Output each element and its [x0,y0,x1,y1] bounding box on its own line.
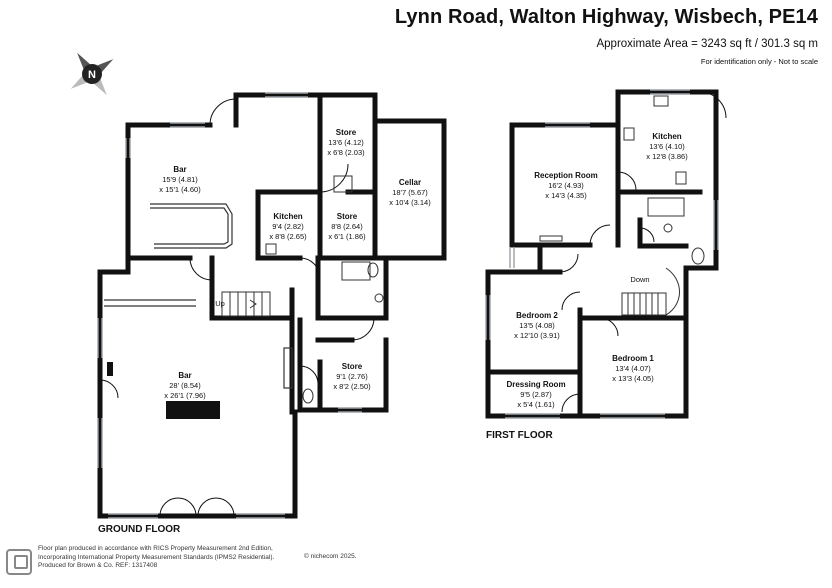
room-dimensions: x 14'3 (4.35) [545,191,587,200]
room-dimensions: 9'1 (2.76) [336,372,368,381]
room-name: Dressing Room [506,380,565,389]
room-dimensions: 13'5 (4.08) [519,321,555,330]
stairs-up-label: Up [215,299,225,308]
ground-floor-label: GROUND FLOOR [98,524,181,535]
room-dimensions: x 6'8 (2.03) [327,148,365,157]
room-dimensions: x 10'4 (3.14) [389,198,431,207]
room-name: Bedroom 1 [612,354,654,363]
room-dimensions: 13'6 (4.12) [328,138,364,147]
room-name: Kitchen [652,132,681,141]
room-dimensions: x 15'1 (4.60) [159,185,201,194]
room-dimensions: x 12'10 (3.91) [514,331,560,340]
room-name: Bar [178,371,191,380]
stairs-down-label: Down [630,275,649,284]
compass-north-letter: N [88,69,96,81]
footer-line-3: Produced for Brown & Co. REF: 1317408 [38,562,158,569]
approximate-area: Approximate Area = 3243 sq ft / 301.3 sq… [596,38,818,50]
room-dimensions: x 8'2 (2.50) [333,382,371,391]
room-dimensions: 28' (8.54) [169,381,201,390]
nichecom-credit: © nichecom 2025. [304,553,357,560]
room-dimensions: x 6'1 (1.86) [328,232,366,241]
page-title: Lynn Road, Walton Highway, Wisbech, PE14 [394,6,818,28]
ff-outer-wall [485,89,719,419]
room-dimensions: x 12'8 (3.86) [646,152,688,161]
room-dimensions: 15'9 (4.81) [162,175,198,184]
compass-icon: N [70,52,114,96]
room-name: Cellar [399,178,421,187]
room-dimensions: 13'6 (4.10) [649,142,685,151]
room-dimensions: 9'5 (2.87) [520,390,552,399]
footer-line-2: Incorporating International Property Mea… [38,553,275,561]
room-name: Reception Room [534,171,598,180]
room-name: Bar [173,165,186,174]
gf-upper-outer-wall [97,122,298,519]
room-dimensions: x 13'3 (4.05) [612,374,654,383]
identification-note: For identification only - Not to scale [700,57,818,66]
room-dimensions: 16'2 (4.93) [548,181,584,190]
room-dimensions: 13'4 (4.07) [615,364,651,373]
gf-bar-counter [166,401,220,419]
first-floor-label: FIRST FLOOR [486,430,553,441]
room-dimensions: 8'8 (2.64) [331,222,363,231]
rics-logo-icon [6,549,32,575]
room-name: Store [336,128,357,137]
room-dimensions: x 26'1 (7.96) [164,391,206,400]
room-name: Bedroom 2 [516,311,558,320]
footer-line-1: Floor plan produced in accordance with R… [38,545,273,552]
room-name: Store [342,362,363,371]
room-name: Kitchen [273,212,302,221]
room-dimensions: 18'7 (5.67) [392,188,428,197]
footer-text: Floor plan produced in accordance with R… [38,545,274,571]
room-dimensions: x 8'8 (2.65) [269,232,307,241]
room-name: Store [337,212,358,221]
room-dimensions: x 5'4 (1.61) [517,400,555,409]
room-dimensions: 9'4 (2.82) [272,222,304,231]
